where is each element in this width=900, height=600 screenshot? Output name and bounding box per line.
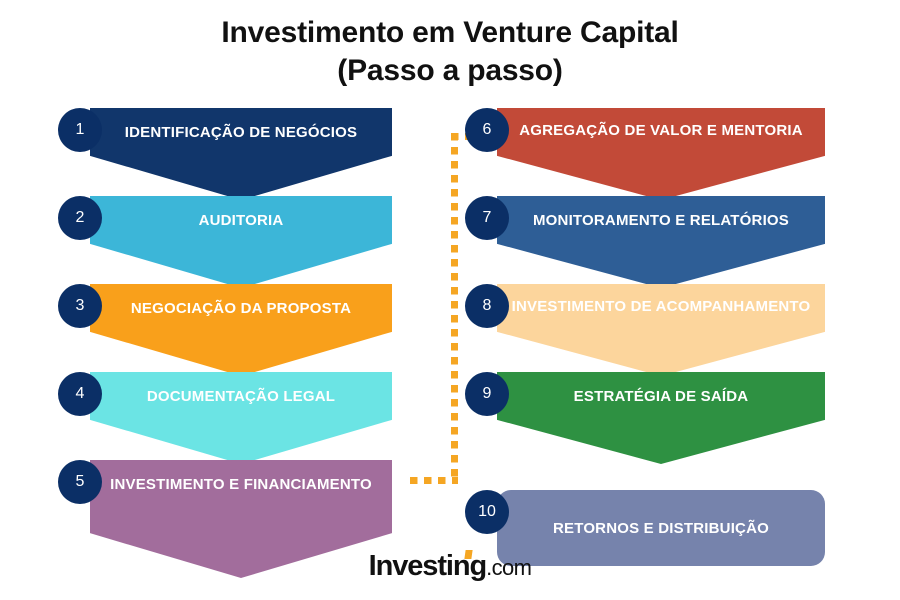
step-shape-4[interactable]: DOCUMENTAÇÃO LEGAL <box>90 372 392 464</box>
step-row-7[interactable]: 7 MONITORAMENTO E RELATÓRIOS <box>465 196 825 288</box>
step-label-3: NEGOCIAÇÃO DA PROPOSTA <box>130 300 352 317</box>
step-number-5: 5 <box>75 473 85 490</box>
step-shape-2[interactable]: AUDITORIA <box>90 196 392 288</box>
step-label-2: AUDITORIA <box>198 212 284 229</box>
connector-segment-bottom <box>410 477 458 484</box>
step-label-6: AGREGAÇÃO DE VALOR E MENTORIA <box>519 122 803 139</box>
step-shape-6[interactable]: AGREGAÇÃO DE VALOR E MENTORIA <box>497 108 825 200</box>
step-label-5: INVESTIMENTO E FINANCIAMENTO <box>110 476 372 493</box>
step-badge-5: 5 <box>58 460 102 504</box>
step-number-6: 6 <box>482 121 492 138</box>
step-row-2[interactable]: 2 AUDITORIA <box>58 196 392 288</box>
step-number-4: 4 <box>75 385 85 402</box>
step-badge-4: 4 <box>58 372 102 416</box>
step-badge-1: 1 <box>58 108 102 152</box>
title-line-1: Investimento em Venture Capital <box>221 16 679 49</box>
step-badge-10: 10 <box>465 490 509 534</box>
step-row-6[interactable]: 6 AGREGAÇÃO DE VALOR E MENTORIA <box>465 108 825 200</box>
step-label-1: IDENTIFICAÇÃO DE NEGÓCIOS <box>124 124 358 141</box>
step-badge-3: 3 <box>58 284 102 328</box>
connector-segment-vertical <box>451 133 458 481</box>
step-shape-9[interactable]: ESTRATÉGIA DE SAÍDA <box>497 372 825 464</box>
step-label-4: DOCUMENTAÇÃO LEGAL <box>146 388 336 405</box>
step-number-7: 7 <box>482 209 492 226</box>
step-row-10[interactable]: 10 RETORNOS E DISTRIBUIÇÃO <box>465 490 825 566</box>
step-number-10: 10 <box>478 503 496 520</box>
step-number-3: 3 <box>75 297 85 314</box>
step-shape-5[interactable]: INVESTIMENTO E FINANCIAMENTO <box>90 460 392 578</box>
step-badge-7: 7 <box>465 196 509 240</box>
step-badge-6: 6 <box>465 108 509 152</box>
step-label-10: RETORNOS E DISTRIBUIÇÃO <box>552 519 769 537</box>
step-row-1[interactable]: 1 IDENTIFICAÇÃO DE NEGÓCIOS <box>58 108 392 200</box>
step-number-8: 8 <box>482 297 492 314</box>
step-row-9[interactable]: 9 ESTRATÉGIA DE SAÍDA <box>465 372 825 464</box>
step-row-3[interactable]: 3 NEGOCIAÇÃO DA PROPOSTA <box>58 284 392 376</box>
step-shape-8[interactable]: INVESTIMENTO DE ACOMPANHAMENTO <box>497 284 825 376</box>
step-number-9: 9 <box>482 385 492 402</box>
step-shape-10[interactable]: RETORNOS E DISTRIBUIÇÃO <box>497 490 825 566</box>
step-number-2: 2 <box>75 209 85 226</box>
step-badge-9: 9 <box>465 372 509 416</box>
logo-accent-icon <box>464 550 473 559</box>
logo-tld: .com <box>486 555 532 580</box>
step-badge-2: 2 <box>58 196 102 240</box>
step-shape-3[interactable]: NEGOCIAÇÃO DA PROPOSTA <box>90 284 392 376</box>
investing-logo: Investing.com <box>0 550 900 581</box>
step-badge-8: 8 <box>465 284 509 328</box>
title-line-2: (Passo a passo) <box>337 54 563 87</box>
step-label-7: MONITORAMENTO E RELATÓRIOS <box>532 212 790 229</box>
step-row-5[interactable]: 5 INVESTIMENTO E FINANCIAMENTO <box>58 460 392 578</box>
step-number-1: 1 <box>75 121 85 138</box>
step-row-8[interactable]: 8 INVESTIMENTO DE ACOMPANHAMENTO <box>465 284 825 376</box>
page-title: Investimento em Venture Capital (Passo a… <box>0 14 900 90</box>
step-shape-7[interactable]: MONITORAMENTO E RELATÓRIOS <box>497 196 825 288</box>
step-label-9: ESTRATÉGIA DE SAÍDA <box>573 388 749 405</box>
step-shape-1[interactable]: IDENTIFICAÇÃO DE NEGÓCIOS <box>90 108 392 200</box>
step-label-8: INVESTIMENTO DE ACOMPANHAMENTO <box>511 298 811 315</box>
step-row-4[interactable]: 4 DOCUMENTAÇÃO LEGAL <box>58 372 392 464</box>
